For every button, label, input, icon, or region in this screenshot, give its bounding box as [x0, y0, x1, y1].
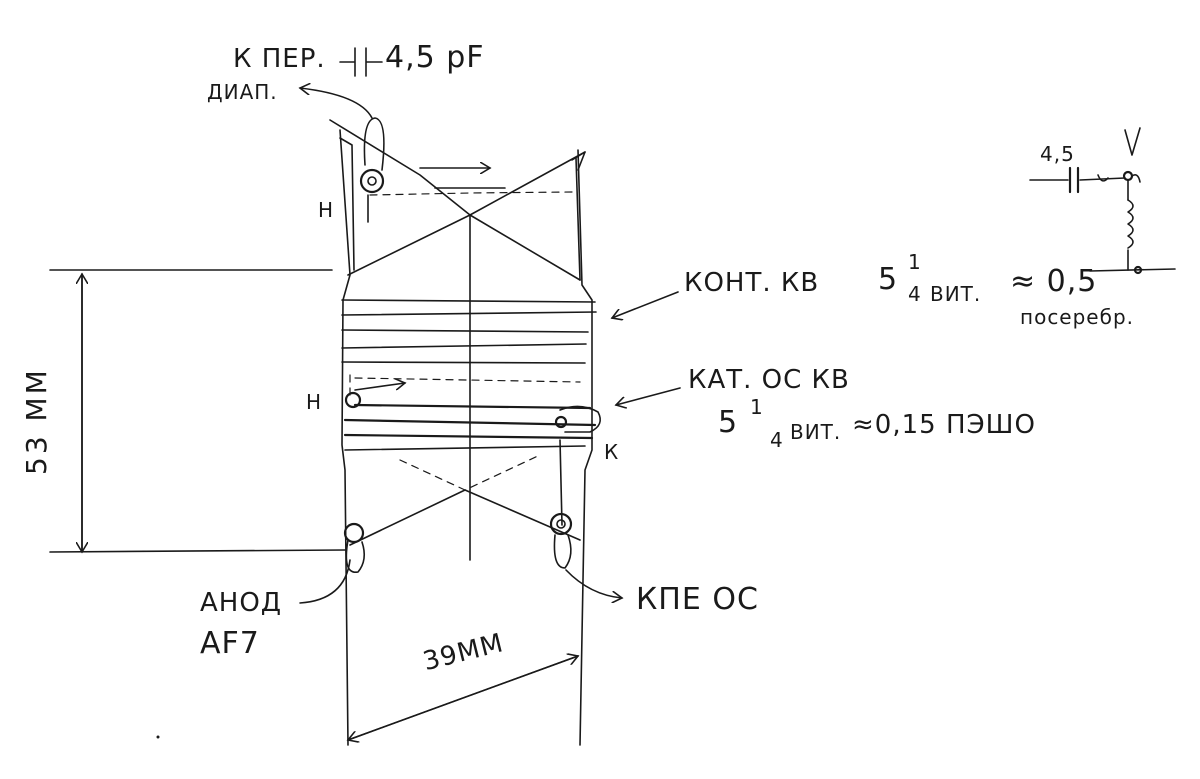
label-k-pin: К	[604, 440, 620, 464]
label-schematic-cap: 4,5	[1040, 142, 1075, 166]
label-h-mid: Н	[306, 390, 323, 414]
label-kont-kv: КОНТ. КВ	[684, 268, 820, 298]
label-capacitance: 4,5 pF	[385, 40, 485, 75]
label-kont-wire: ≈ 0,5	[1010, 264, 1098, 299]
label-height-dimension: 53 ММ	[20, 367, 53, 475]
capacitor-symbol	[339, 47, 383, 77]
label-kat-denominator: 4	[770, 428, 783, 452]
label-kpe-os: КПЕ ОС	[636, 582, 759, 617]
coil-former	[339, 129, 593, 746]
width-dimension	[348, 656, 578, 740]
label-kat-numerator: 1	[750, 395, 763, 419]
label-kont-denominator: 4	[908, 282, 921, 306]
pin-top-eyelet	[359, 117, 385, 223]
stray-dot	[156, 735, 160, 739]
contour-winding	[341, 299, 597, 383]
label-diap: ДИАП.	[207, 80, 278, 104]
label-h-top: Н	[318, 198, 335, 222]
pin-anode	[343, 522, 366, 573]
label-kat-whole: 5	[718, 405, 739, 440]
label-kont-whole: 5	[878, 262, 899, 297]
feedback-winding	[343, 383, 601, 451]
pin-k	[554, 415, 568, 429]
schematic-fragment	[1029, 127, 1176, 275]
leader-lines	[300, 88, 681, 604]
label-af7: AF7	[200, 626, 260, 661]
label-kat-wire: ≈0,15 ПЭШО	[852, 410, 1036, 440]
label-kat-vit: ВИТ.	[790, 420, 842, 444]
upper-cross-frame	[329, 119, 586, 561]
label-kat-os-kv: КАТ. ОС КВ	[688, 365, 850, 395]
label-kont-vit: ВИТ.	[930, 282, 982, 306]
label-k-per: К ПЕР.	[233, 44, 326, 74]
height-dimension	[49, 269, 346, 552]
label-kont-numerator: 1	[908, 250, 921, 274]
lower-v-frame	[349, 439, 581, 546]
label-poserebr: посеребр.	[1020, 305, 1134, 329]
pin-h-mid	[344, 374, 362, 409]
label-anod: АНОД	[200, 588, 283, 618]
pin-kpe	[549, 512, 573, 569]
